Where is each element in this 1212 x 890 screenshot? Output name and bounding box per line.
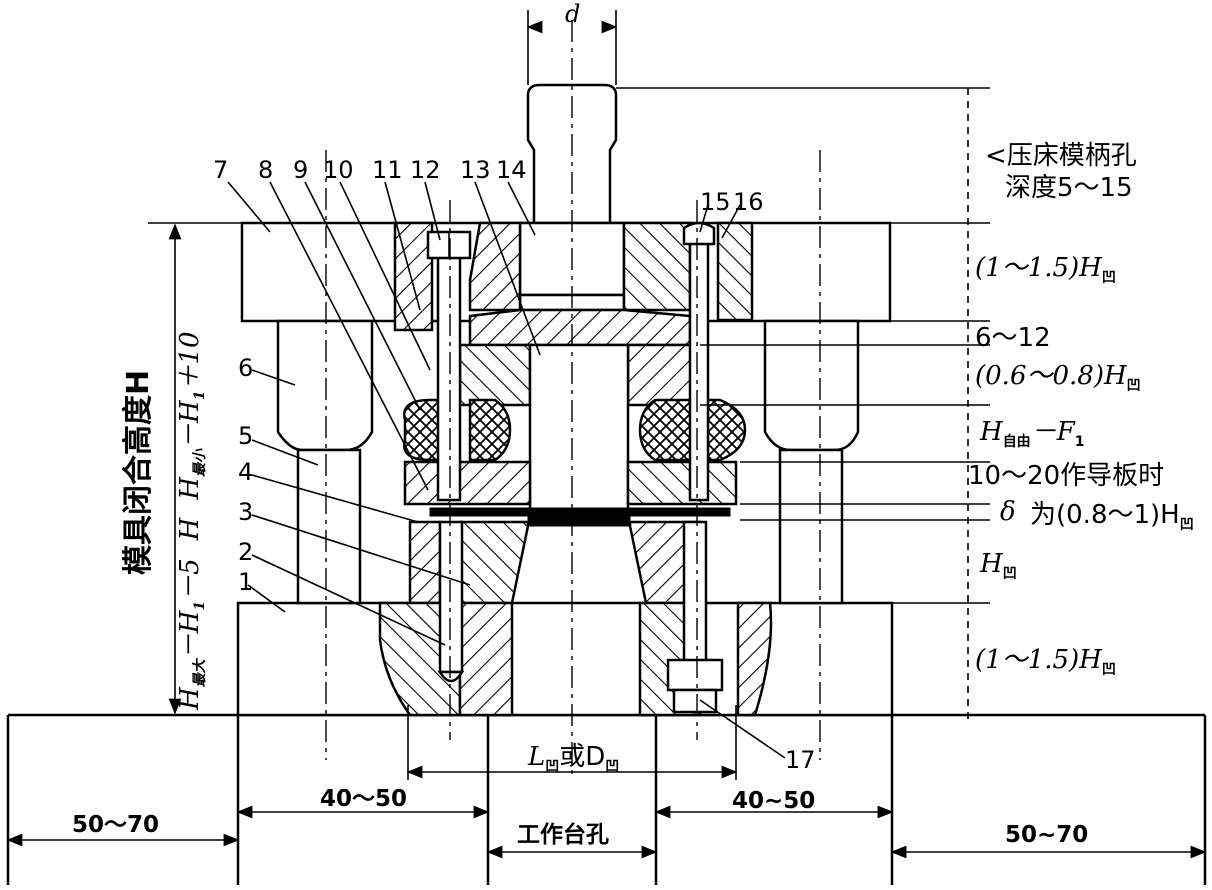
dim-d: d	[526, 0, 618, 85]
upper-holder	[393, 221, 754, 332]
note-shank-depth-1: <压床模柄孔	[985, 141, 1137, 171]
part-number-9: 9	[293, 156, 308, 184]
part-number-5: 5	[238, 422, 253, 450]
left-height-dim	[148, 222, 242, 715]
svg-text:H自由－F1: H自由－F1	[979, 417, 1084, 450]
note-gap-6-12: 6～12	[975, 323, 1051, 353]
note-free-height: H	[979, 417, 1004, 447]
stripper-plate	[403, 460, 738, 506]
punch	[528, 343, 630, 517]
note-guide-plate-2: 为(0.8～1)H	[1030, 500, 1180, 530]
screw-upper-left	[426, 230, 472, 502]
svg-text:H最大－H1－5HH最小－H1＋10: H最大－H1－5HH最小－H1＋10	[175, 331, 208, 711]
part-number-6: 6	[238, 354, 253, 382]
part-number-17: 17	[785, 746, 816, 774]
dim-right-inner: 40~50	[732, 788, 815, 814]
svg-text:H凹: H凹	[979, 549, 1017, 582]
note-guide-plate-1: 10～20作导板时	[968, 461, 1164, 491]
part-number-2: 2	[238, 538, 253, 566]
note-die-height: H	[979, 549, 1004, 579]
part-number-12: 12	[410, 156, 441, 184]
note-shank-depth-2: 深度5～15	[1005, 173, 1133, 203]
part-number-10: 10	[323, 156, 354, 184]
svg-text:(0.6～0.8)H凹: (0.6～0.8)H凹	[975, 361, 1141, 394]
svg-text:(1～1.5)H凹: (1～1.5)H凹	[975, 253, 1116, 286]
guide-assembly-left	[276, 319, 374, 605]
part-number-8: 8	[258, 156, 273, 184]
note-upper-plate: (1～1.5)H	[975, 253, 1103, 283]
note-delta: δ	[1000, 497, 1016, 527]
dim-left-inner: 40～50	[320, 786, 407, 812]
screw-lower-right	[666, 520, 724, 714]
rubber-pad-left	[403, 398, 512, 462]
backing-plate	[468, 308, 692, 347]
screw-upper-right	[682, 221, 716, 502]
svg-text:(1～1.5)H凹: (1～1.5)H凹	[975, 645, 1116, 678]
dim-d-label: d	[565, 0, 580, 28]
svg-text:L凹或D凹: L凹或D凹	[527, 742, 619, 775]
part-number-16: 16	[733, 188, 764, 216]
part-number-13: 13	[460, 156, 491, 184]
part-number-14: 14	[496, 156, 527, 184]
svg-text:模具闭合高度H: 模具闭合高度H	[121, 370, 156, 575]
lower-die-plate	[236, 601, 894, 717]
part-number-4: 4	[238, 458, 253, 486]
dim-table-hole: 工作台孔	[517, 821, 609, 848]
part-leaders	[227, 181, 786, 759]
note-lower-plate: (1～1.5)H	[975, 645, 1103, 675]
part-number-3: 3	[238, 498, 253, 526]
part-number-15: 15	[700, 188, 731, 216]
part-number-7: 7	[213, 156, 228, 184]
left-text-closed-height: 模具闭合高度H	[121, 370, 156, 575]
right-dim-column	[616, 87, 990, 720]
part-number-1: 1	[238, 568, 253, 596]
dim-left-outer: 50～70	[72, 812, 159, 838]
press-table	[6, 713, 1207, 885]
svg-text:为(0.8～1)H凹: 为(0.8～1)H凹	[1030, 500, 1194, 533]
guide-assembly-right	[763, 319, 860, 605]
note-punch-plate: (0.6～0.8)H	[975, 361, 1128, 391]
left-text-formula: H最大－H1－5HH最小－H1＋10	[175, 331, 208, 711]
pin-lower-left	[437, 520, 465, 683]
dim-right-outer: 50~70	[1005, 822, 1088, 848]
dim-die-size: L	[527, 742, 545, 772]
part-number-11: 11	[372, 156, 403, 184]
die-block	[458, 520, 702, 605]
bottom-dims	[6, 705, 1207, 859]
